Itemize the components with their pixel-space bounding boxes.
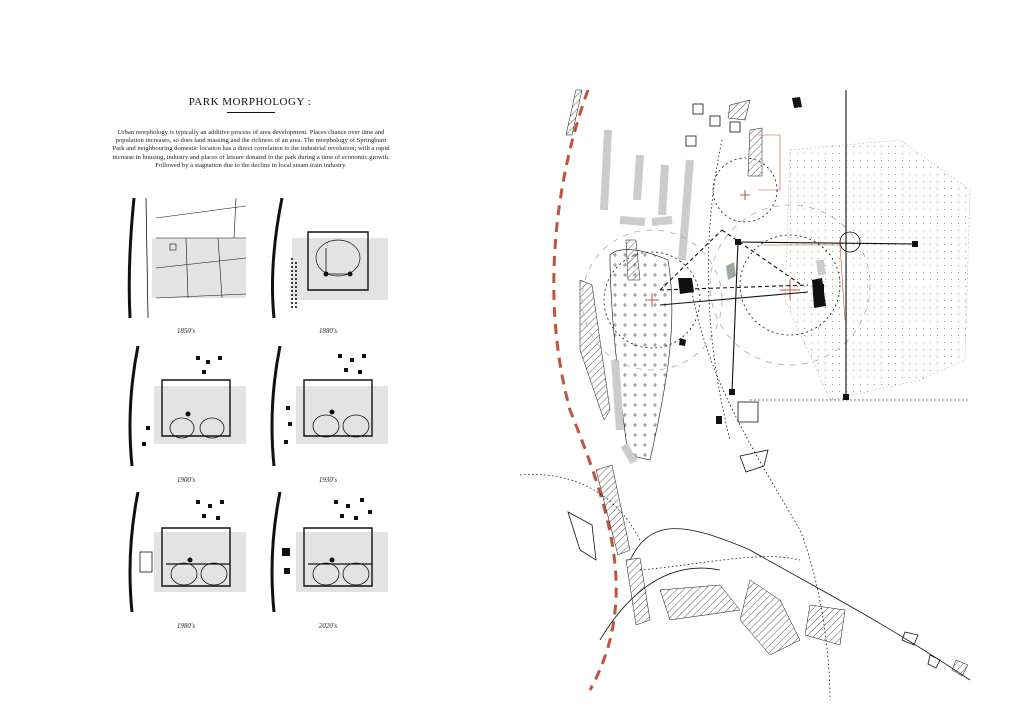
map-caption: 2020's bbox=[318, 622, 338, 630]
site-plan-diagram bbox=[500, 80, 980, 701]
map-caption: 1880's bbox=[318, 327, 338, 335]
map-1850s bbox=[126, 198, 246, 318]
map-caption: 1850's bbox=[176, 327, 196, 335]
map-caption: 1980's bbox=[176, 622, 196, 630]
title-underline bbox=[227, 112, 275, 113]
map-1880s bbox=[268, 198, 388, 318]
map-2020s bbox=[268, 492, 388, 612]
map-1980s bbox=[126, 492, 246, 612]
page-title: PARK MORPHOLOGY : bbox=[188, 96, 312, 108]
map-caption: 1930's bbox=[318, 476, 338, 484]
intro-paragraph: Urban morphology is typically an additiv… bbox=[112, 129, 390, 169]
map-caption: 1900's bbox=[176, 476, 196, 484]
map-1930s bbox=[268, 346, 388, 466]
map-1900s bbox=[126, 346, 246, 466]
